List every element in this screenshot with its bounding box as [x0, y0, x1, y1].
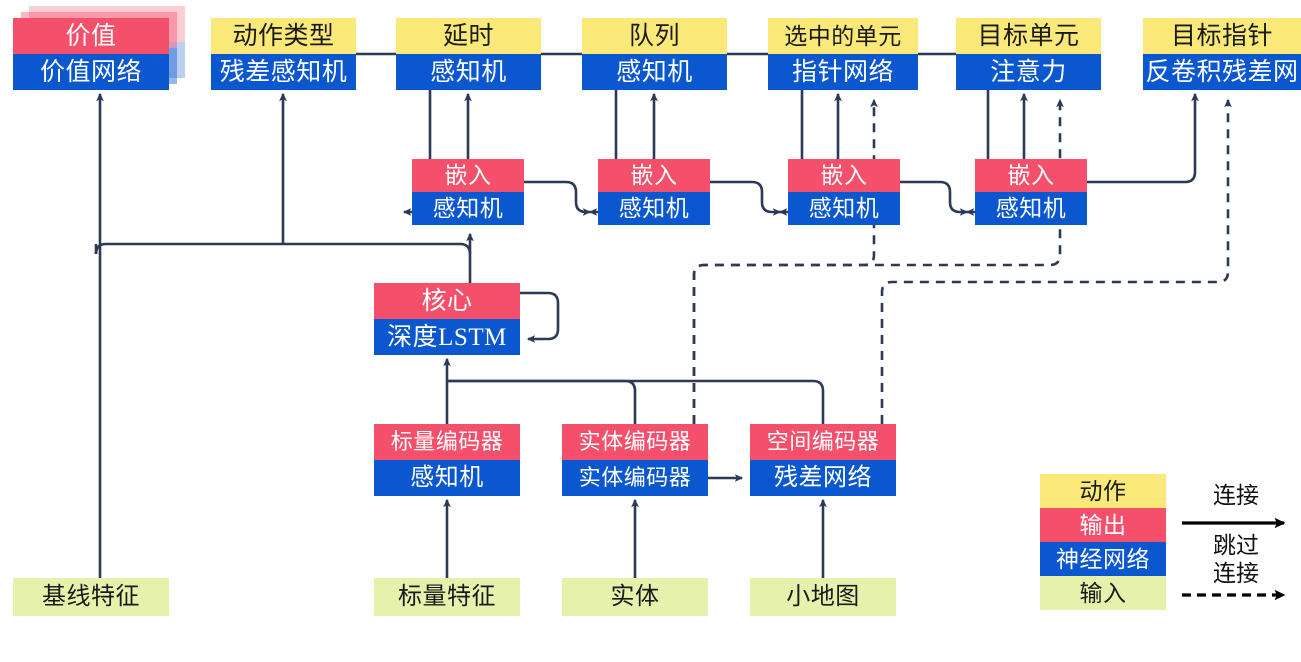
legend-arrow-samples	[1182, 517, 1286, 601]
wire-embed-2-to-embed-3	[710, 180, 782, 216]
skip-entity-encoder-to-selected-units	[692, 98, 878, 424]
node-delay-network-label: 感知机	[396, 54, 541, 90]
node-core-output-label: 核心	[374, 283, 520, 319]
node-target-unit-action-label: 目标单元	[956, 18, 1101, 54]
legend-skip-label-line2: 连接	[1213, 561, 1259, 586]
wire-core-recurrent-loop	[520, 291, 560, 343]
legend-swatch-network: 神经网络	[1040, 542, 1166, 576]
node-embed-2-network-label: 感知机	[598, 192, 710, 225]
node-entity-encoder[interactable]: 实体编码器 实体编码器	[562, 424, 708, 496]
node-target-point-action-label: 目标指针	[1143, 18, 1301, 54]
node-action-type-action-label: 动作类型	[211, 18, 356, 54]
legend-swatch-action: 动作	[1040, 474, 1166, 508]
node-embed-1-output-label: 嵌入	[412, 159, 524, 192]
node-selected-units-network-label: 指针网络	[768, 54, 918, 90]
node-delay-action-label: 延时	[396, 18, 541, 54]
node-embed-4[interactable]: 嵌入 感知机	[975, 159, 1087, 225]
node-embed-3-output-label: 嵌入	[788, 159, 900, 192]
node-baseline-features-label: 基线特征	[13, 578, 169, 616]
wire-embed-1-to-embed-2	[524, 180, 592, 216]
node-embed-3-network-label: 感知机	[788, 192, 900, 225]
skip-spatial-encoder-to-target-point	[880, 98, 1232, 424]
node-embed-4-output-label: 嵌入	[975, 159, 1087, 192]
node-core-network-label: 深度LSTM	[374, 319, 520, 355]
node-action-type[interactable]: 动作类型 残差感知机	[211, 18, 356, 90]
node-scalar-encoder-network-label: 感知机	[374, 460, 520, 496]
node-value-action-label: 价值	[13, 18, 169, 54]
node-scalar-features-label: 标量特征	[374, 578, 520, 616]
node-action-type-network-label: 残差感知机	[211, 54, 356, 90]
node-scalar-features[interactable]: 标量特征	[374, 578, 520, 616]
node-target-point[interactable]: 目标指针 反卷积残差网	[1143, 18, 1301, 90]
node-embed-1-network-label: 感知机	[412, 192, 524, 225]
node-embed-4-network-label: 感知机	[975, 192, 1087, 225]
node-queued[interactable]: 队列 感知机	[582, 18, 727, 90]
node-target-unit-network-label: 注意力	[956, 54, 1101, 90]
node-entities[interactable]: 实体	[562, 578, 708, 616]
node-embed-3[interactable]: 嵌入 感知机	[788, 159, 900, 225]
node-target-unit[interactable]: 目标单元 注意力	[956, 18, 1101, 90]
legend-connection-label: 连接	[1213, 483, 1259, 508]
legend-skip-label-line1: 跳过	[1213, 533, 1259, 558]
node-queued-network-label: 感知机	[582, 54, 727, 90]
legend-swatch-output: 输出	[1040, 508, 1166, 542]
node-entity-encoder-network-label: 实体编码器	[562, 460, 708, 496]
node-minimap-label: 小地图	[750, 578, 896, 616]
node-target-point-network-label: 反卷积残差网	[1143, 54, 1301, 90]
node-scalar-encoder[interactable]: 标量编码器 感知机	[374, 424, 520, 496]
legend-swatch-input: 输入	[1040, 576, 1166, 610]
node-entity-encoder-output-label: 实体编码器	[562, 424, 708, 460]
node-minimap[interactable]: 小地图	[750, 578, 896, 616]
node-selected-units[interactable]: 选中的单元 指针网络	[768, 18, 918, 90]
node-spatial-encoder-output-label: 空间编码器	[750, 424, 896, 460]
node-baseline-features[interactable]: 基线特征	[13, 578, 169, 616]
node-spatial-encoder-network-label: 残差网络	[750, 460, 896, 496]
node-queued-action-label: 队列	[582, 18, 727, 54]
skip-entity-encoder-to-target-unit	[692, 98, 1064, 424]
node-embed-2-output-label: 嵌入	[598, 159, 710, 192]
node-value[interactable]: 价值 价值网络	[13, 18, 169, 90]
wire-core-bus-left	[94, 242, 472, 255]
wire-entity-encoder-to-core-bus	[447, 379, 637, 424]
node-spatial-encoder[interactable]: 空间编码器 残差网络	[750, 424, 896, 496]
node-selected-units-action-label: 选中的单元	[768, 18, 918, 54]
node-value-network-label: 价值网络	[13, 54, 169, 90]
wire-embed-4-to-target-point	[1087, 92, 1199, 184]
node-embed-1[interactable]: 嵌入 感知机	[412, 159, 524, 225]
node-scalar-encoder-output-label: 标量编码器	[374, 424, 520, 460]
legend-color-stack: 动作 输出 神经网络 输入	[1040, 474, 1166, 610]
wire-spatial-encoder-to-core-bus	[447, 379, 825, 424]
wire-embed-3-to-embed-4	[900, 180, 969, 216]
node-delay[interactable]: 延时 感知机	[396, 18, 541, 90]
node-entities-label: 实体	[562, 578, 708, 616]
node-core[interactable]: 核心 深度LSTM	[374, 283, 520, 355]
node-embed-2[interactable]: 嵌入 感知机	[598, 159, 710, 225]
